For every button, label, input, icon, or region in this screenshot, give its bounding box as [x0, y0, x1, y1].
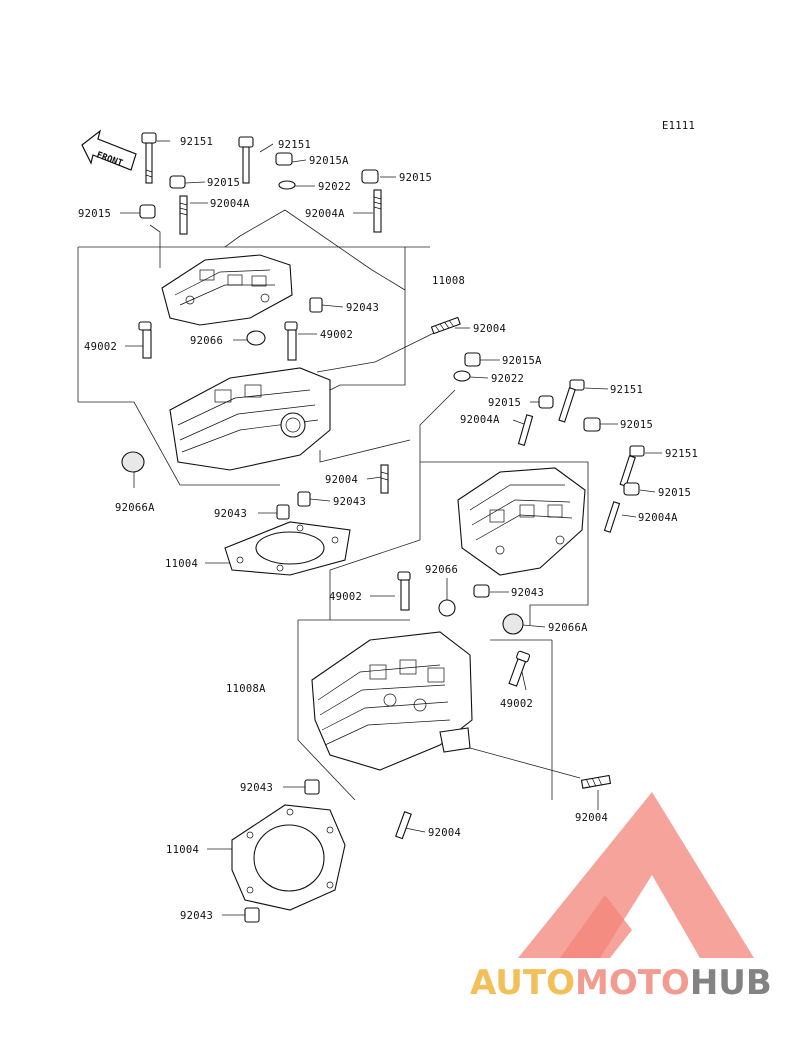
- part-label: 92066: [190, 335, 223, 347]
- part-label: 92015: [207, 177, 240, 189]
- watermark-text-auto: AUTO: [470, 963, 575, 1003]
- part-label: 92004: [428, 827, 461, 839]
- watermark-text-hub: HUB: [690, 963, 772, 1003]
- part-label: 92004A: [305, 208, 345, 220]
- cylinder-head-rear: [169, 367, 331, 471]
- part-label: 92043: [214, 508, 247, 520]
- part-label: 92151: [278, 139, 311, 151]
- diagram-code: E1111: [662, 120, 695, 132]
- part-labels: 92151 92151 92015A 92015 92022 92015 920…: [78, 136, 698, 922]
- part-label: 49002: [329, 591, 362, 603]
- part-label: 92015: [620, 419, 653, 431]
- part-label: 92151: [610, 384, 643, 396]
- part-label: 49002: [84, 341, 117, 353]
- part-label: 11004: [165, 558, 198, 570]
- part-label: 92151: [180, 136, 213, 148]
- part-label: 11004: [166, 844, 199, 856]
- part-label: 92015: [78, 208, 111, 220]
- front-arrow-icon: FRONT: [81, 129, 137, 171]
- head-gasket-upper: [224, 521, 351, 576]
- upper-fasteners: [121, 132, 461, 520]
- right-fasteners: [397, 352, 645, 687]
- part-label: 92004: [575, 812, 608, 824]
- part-label: 92043: [333, 496, 366, 508]
- part-label: 92004A: [460, 414, 500, 426]
- part-label: 49002: [500, 698, 533, 710]
- part-label: 92043: [240, 782, 273, 794]
- part-label: 92043: [346, 302, 379, 314]
- lower-fasteners: [244, 774, 612, 923]
- cylinder-head-front: [311, 631, 473, 771]
- part-label: 92043: [511, 587, 544, 599]
- part-label: 92066: [425, 564, 458, 576]
- watermark-triangle-icon: [518, 792, 754, 958]
- part-label: 92015: [399, 172, 432, 184]
- part-label: 92004: [473, 323, 506, 335]
- part-label: 92004: [325, 474, 358, 486]
- watermark-text: AUTOMOTOHUB: [470, 963, 772, 1003]
- part-label: 11008: [432, 275, 465, 287]
- part-label: 49002: [320, 329, 353, 341]
- watermark-logo: AUTOMOTOHUB: [470, 792, 772, 1003]
- part-label: 92015: [658, 487, 691, 499]
- part-label: 92151: [665, 448, 698, 460]
- leader-lines: [77, 140, 662, 916]
- part-label: 92066A: [548, 622, 588, 634]
- part-label: 92022: [318, 181, 351, 193]
- part-label: 92043: [180, 910, 213, 922]
- cylinder-head-cover-rear: [161, 254, 293, 326]
- part-label: 92015: [488, 397, 521, 409]
- cylinder-head-cover-front: [457, 467, 586, 576]
- part-label: 92004A: [210, 198, 250, 210]
- part-label: 11008A: [226, 683, 266, 695]
- part-label: 92004A: [638, 512, 678, 524]
- head-gasket-lower: [231, 804, 346, 911]
- part-label: 92022: [491, 373, 524, 385]
- part-label: 92015A: [309, 155, 349, 167]
- part-label: 92015A: [502, 355, 542, 367]
- watermark-text-moto: MOTO: [575, 963, 690, 1003]
- part-label: 92066A: [115, 502, 155, 514]
